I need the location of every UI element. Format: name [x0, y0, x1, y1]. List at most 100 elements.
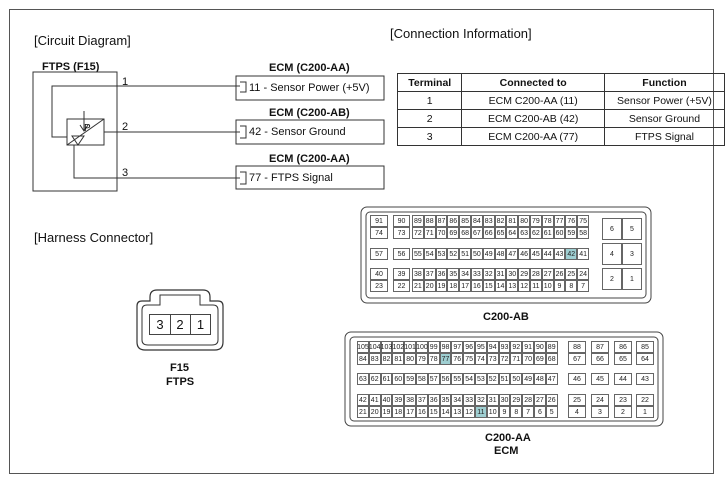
c200ab-pin: 66: [482, 227, 495, 239]
c200aa-pin: 82: [380, 353, 393, 365]
ecm-box-2: [235, 119, 385, 145]
c200ab-pin: 74: [370, 227, 388, 239]
c200aa-pin: 16: [416, 406, 428, 418]
c200ab-pin: 7: [577, 280, 589, 292]
f15-label: F15: [170, 362, 189, 374]
c200aa-pin: 27: [534, 394, 546, 406]
c200ab-pin: 32: [482, 268, 495, 280]
c200ab-pin: 39: [393, 268, 410, 280]
c200ab-pin: 69: [447, 227, 460, 239]
c200aa-pin: 54: [463, 373, 475, 385]
c200aa-pin: 58: [416, 373, 428, 385]
c200aa-pin: 79: [416, 353, 428, 365]
c200ab-pin: 87: [435, 215, 448, 227]
c200aa-pin: 14: [439, 406, 452, 418]
c200ab-pin: 22: [393, 280, 410, 292]
f15-pin-block: 3 2 1: [149, 314, 211, 335]
c200ab-pin: 75: [577, 215, 589, 227]
c200ab-pin: 43: [553, 248, 566, 260]
connection-table: Terminal Connected to Function 1 ECM C20…: [396, 73, 725, 146]
cell-connected-to: ECM C200-AB (42): [461, 109, 605, 128]
c200aa-pin: 97: [451, 341, 464, 353]
connection-info-heading: [Connection Information]: [390, 26, 532, 41]
c200aa-pin: 81: [392, 353, 405, 365]
c200ab-pin: 88: [423, 215, 436, 227]
c200ab-pin: 91: [370, 215, 388, 227]
c200aa-pin: 2: [614, 406, 632, 418]
c200ab-pin: 11: [530, 280, 542, 292]
c200aa-pin: 92: [510, 341, 523, 353]
c200ab-pin: 5: [622, 218, 642, 240]
c200aa-pin: 25: [568, 394, 586, 406]
c200ab-pin: 4: [602, 243, 622, 265]
c200ab-pin: 45: [530, 248, 542, 260]
c200aa-pin: 70: [522, 353, 534, 365]
c200aa-pin: 35: [439, 394, 452, 406]
c200ab-pin: 46: [518, 248, 530, 260]
c200aa-pin: 41: [368, 394, 381, 406]
c200ab-pin: 41: [577, 248, 589, 260]
cell-function: FTPS Signal: [603, 127, 725, 146]
c200ab-pin: 2: [602, 268, 622, 290]
c200aa-pin: 49: [522, 373, 534, 385]
c200ab-pin: 28: [530, 268, 542, 280]
c200ab-pin: 58: [577, 227, 589, 239]
c200aa-pin: 83: [368, 353, 381, 365]
c200aa-pin: 4: [568, 406, 586, 418]
c200ab-pin: 64: [506, 227, 519, 239]
c200ab-pin: 14: [494, 280, 507, 292]
c200ab-pin: 82: [494, 215, 507, 227]
c200ab-pin: 80: [518, 215, 530, 227]
c200aa-pin: 64: [636, 353, 654, 365]
c200ab-pin: 19: [435, 280, 448, 292]
c200aa-pin: 20: [368, 406, 381, 418]
cell-terminal: 3: [396, 127, 463, 146]
c200ab-pin: 23: [370, 280, 388, 292]
c200aa-pin: 88: [568, 341, 586, 353]
c200aa-pin: 47: [545, 373, 558, 385]
c200ab-pin: 44: [541, 248, 554, 260]
c200aa-pin: 8: [510, 406, 523, 418]
c200ab-pin: 27: [541, 268, 554, 280]
c200aa-pin: 56: [439, 373, 452, 385]
c200ab-pin: 67: [471, 227, 483, 239]
wire-2-number: 2: [122, 121, 129, 133]
c200aa-pin: 22: [636, 394, 654, 406]
c200aa-pin: 7: [522, 406, 534, 418]
c200aa-pin: 34: [451, 394, 464, 406]
c200aa-pin: 12: [463, 406, 475, 418]
c200ab-pin: 10: [541, 280, 554, 292]
c200aa-pin: 3: [591, 406, 609, 418]
c200aa-pin: 85: [636, 341, 654, 353]
c200ab-pin: 79: [530, 215, 542, 227]
c200ab-pin: 24: [577, 268, 589, 280]
sensor-symbol-label: P: [84, 123, 91, 134]
c200aa-pin: 93: [498, 341, 511, 353]
c200aa-pin: 31: [486, 394, 499, 406]
c200ab-pin: 68: [459, 227, 471, 239]
c200ab-pin: 62: [530, 227, 542, 239]
c200aa-pin: 21: [357, 406, 369, 418]
c200ab-pin: 54: [423, 248, 436, 260]
f15-pin: 3: [150, 315, 171, 334]
c200ab-pin: 17: [459, 280, 471, 292]
ecm-header-1: ECM (C200-AA): [269, 62, 350, 74]
c200aa-pin: 95: [475, 341, 487, 353]
c200aa-pin: 80: [404, 353, 416, 365]
cell-function: Sensor Ground: [603, 109, 725, 128]
c200ab-pin: 50: [471, 248, 483, 260]
ecm-box-1: [235, 75, 385, 101]
c200aa-pin: 37: [416, 394, 428, 406]
c200aa-pin: 52: [486, 373, 499, 385]
wire-3-number: 3: [122, 167, 129, 179]
wire-1: [51, 85, 117, 138]
c200aa-pin: 42: [357, 394, 369, 406]
c200ab-pin: 16: [471, 280, 483, 292]
c200aa-pin: 89: [545, 341, 558, 353]
c200aa-pin: 77: [439, 353, 452, 365]
c200aa-pin: 46: [568, 373, 586, 385]
c200aa-pin: 29: [510, 394, 523, 406]
c200aa-pin: 18: [392, 406, 405, 418]
c200aa-pin: 87: [591, 341, 609, 353]
c200aa-pin: 84: [357, 353, 369, 365]
